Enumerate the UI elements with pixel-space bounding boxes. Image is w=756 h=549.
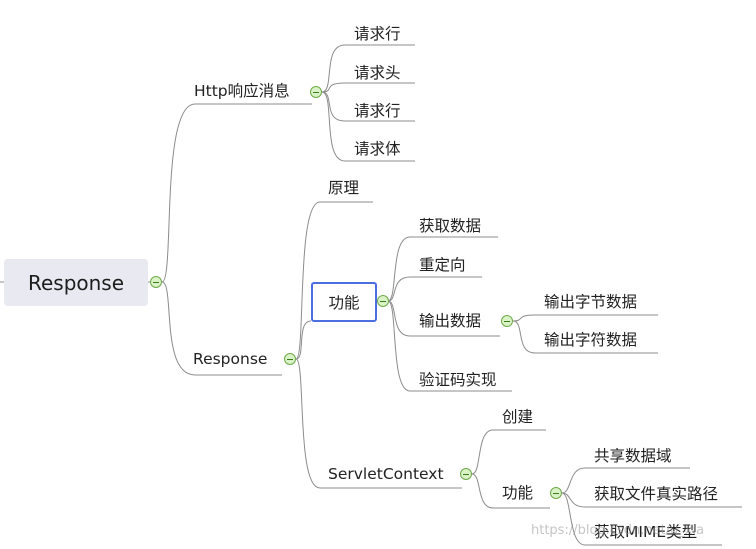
node-request-header[interactable]: 请求头 [354,64,401,82]
collapse-minus-icon[interactable] [310,86,322,98]
node-request-line-2[interactable]: 请求行 [354,102,401,120]
node-captcha[interactable]: 验证码实现 [419,371,497,389]
node-get-data[interactable]: 获取数据 [419,217,482,235]
collapse-minus-icon[interactable] [150,276,162,288]
node-response[interactable]: Response [193,350,268,368]
node-output-bytes[interactable]: 输出字节数据 [544,293,638,311]
node-context-function[interactable]: 功能 [502,484,534,502]
node-http-response-message[interactable]: Http响应消息 [194,82,290,100]
node-function-selected[interactable]: 功能 [311,282,377,322]
collapse-minus-icon[interactable] [501,315,513,327]
collapse-minus-icon[interactable] [377,295,389,307]
collapse-minus-icon[interactable] [284,353,296,365]
node-real-path[interactable]: 获取文件真实路径 [594,485,719,503]
node-principle[interactable]: 原理 [328,179,360,197]
collapse-minus-icon[interactable] [460,468,472,480]
node-output-chars[interactable]: 输出字符数据 [544,331,638,349]
collapse-minus-icon[interactable] [550,487,562,499]
watermark-text: https://blog.csdn.net/u_xia [531,523,705,538]
node-request-line[interactable]: 请求行 [354,25,401,43]
node-redirect[interactable]: 重定向 [419,256,466,274]
node-create[interactable]: 创建 [502,408,534,426]
node-servlet-context[interactable]: ServletContext [328,465,444,483]
node-request-body[interactable]: 请求体 [354,140,401,158]
node-mime-type[interactable]: 获取MIME类型 [594,523,698,541]
root-node[interactable]: Response [4,259,148,306]
node-shared-data-domain[interactable]: 共享数据域 [594,447,672,465]
node-output-data[interactable]: 输出数据 [419,312,482,330]
